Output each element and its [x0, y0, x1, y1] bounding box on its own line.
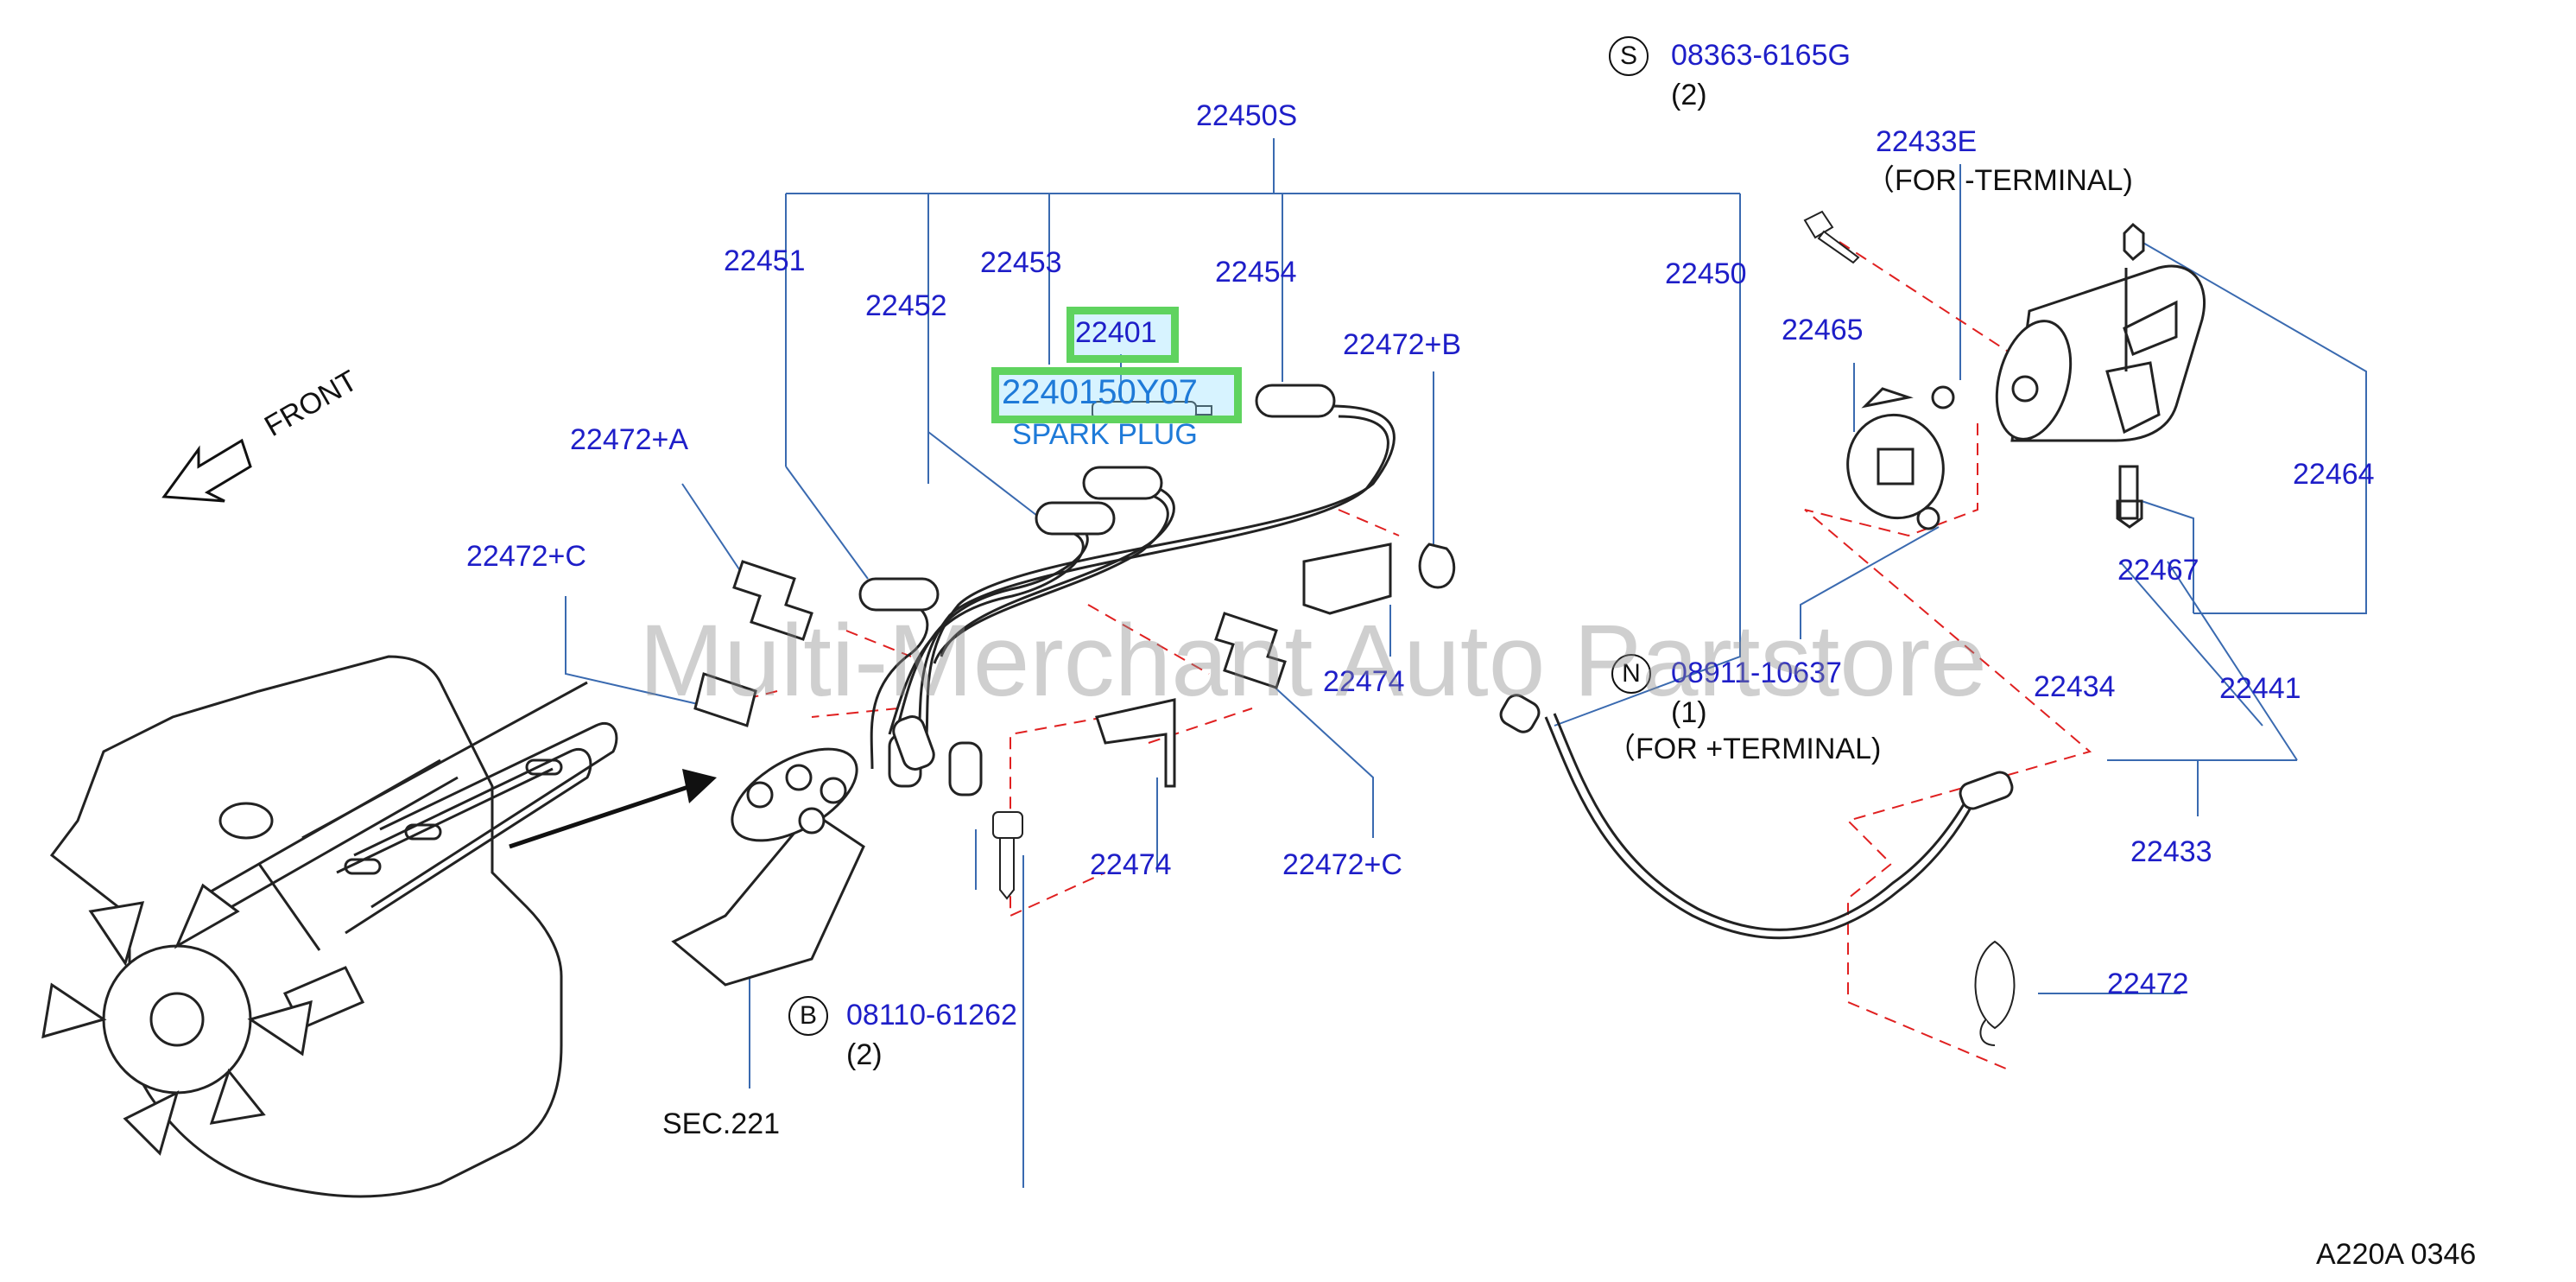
label-b-qty: (2) [846, 1038, 883, 1071]
label-22433e[interactable]: 22433E [1876, 125, 1978, 158]
coil-cap [1846, 387, 1945, 520]
label-s-qty: (2) [1671, 79, 1707, 111]
distributor [671, 747, 865, 987]
callout-s: S [1609, 36, 1649, 76]
leader-lines [565, 138, 2367, 1188]
label-22441[interactable]: 22441 [2219, 672, 2301, 705]
label-08911-10637[interactable]: 08911-10637 [1671, 657, 1842, 689]
label-22472-a[interactable]: 22472+A [570, 423, 689, 456]
label-for-plus-terminal: （FOR +TERMINAL) [1606, 733, 1882, 765]
spark-plug-wires [870, 404, 1979, 940]
screw-b [992, 811, 1023, 900]
plug-boots [858, 384, 2014, 810]
fan [41, 883, 313, 1156]
screw-s [1803, 210, 1860, 264]
label-22467[interactable]: 22467 [2117, 554, 2199, 587]
label-for-minus-terminal: （FOR -TERMINAL) [1865, 164, 2133, 197]
ignition-coil [1916, 222, 2206, 530]
label-sec-221[interactable]: SEC.221 [662, 1107, 781, 1140]
label-22474-mid[interactable]: 22474 [1323, 665, 1405, 698]
label-22464[interactable]: 22464 [2293, 458, 2375, 491]
callout-b: B [788, 996, 828, 1036]
label-22450s[interactable]: 22450S [1196, 99, 1298, 132]
spark-plug [1092, 401, 1212, 420]
label-08363-6165g[interactable]: 08363-6165G [1671, 39, 1851, 72]
label-22450[interactable]: 22450 [1665, 257, 1747, 290]
label-08110-61262[interactable]: 08110-61262 [846, 999, 1017, 1031]
label-22465[interactable]: 22465 [1782, 314, 1864, 346]
label-22472[interactable]: 22472 [2107, 968, 2189, 1000]
watermark: Multi-Merchant Auto Partstore [639, 604, 1987, 718]
label-22472-c-left[interactable]: 22472+C [466, 540, 586, 573]
label-22472-b[interactable]: 22472+B [1343, 328, 1462, 361]
label-22452[interactable]: 22452 [865, 289, 947, 322]
front-arrow-icon [161, 438, 252, 503]
highlight-box-2240150y07 [991, 367, 1242, 423]
label-22453[interactable]: 22453 [980, 246, 1062, 279]
label-22454[interactable]: 22454 [1215, 256, 1297, 289]
label-2240150y07[interactable]: 2240150Y07 [1002, 373, 1198, 411]
pointer-arrow-icon [509, 769, 717, 849]
clips-brackets [693, 543, 1456, 788]
label-22451[interactable]: 22451 [724, 244, 806, 277]
label-spark-plug: SPARK PLUG [1012, 418, 1198, 451]
callout-n: N [1611, 654, 1651, 694]
label-22474-low[interactable]: 22474 [1090, 848, 1172, 881]
engine [49, 655, 618, 1198]
label-22433[interactable]: 22433 [2130, 835, 2212, 868]
label-diagram-ref: A220A 0346 [2316, 1238, 2477, 1271]
label-n-qty: (1) [1671, 696, 1707, 729]
label-22434[interactable]: 22434 [2034, 670, 2116, 703]
label-22472-c-low[interactable]: 22472+C [1282, 848, 1402, 881]
highlight-box-22401 [1066, 307, 1179, 363]
clip-22472 [1974, 940, 2016, 1046]
label-22401[interactable]: 22401 [1075, 316, 1157, 349]
